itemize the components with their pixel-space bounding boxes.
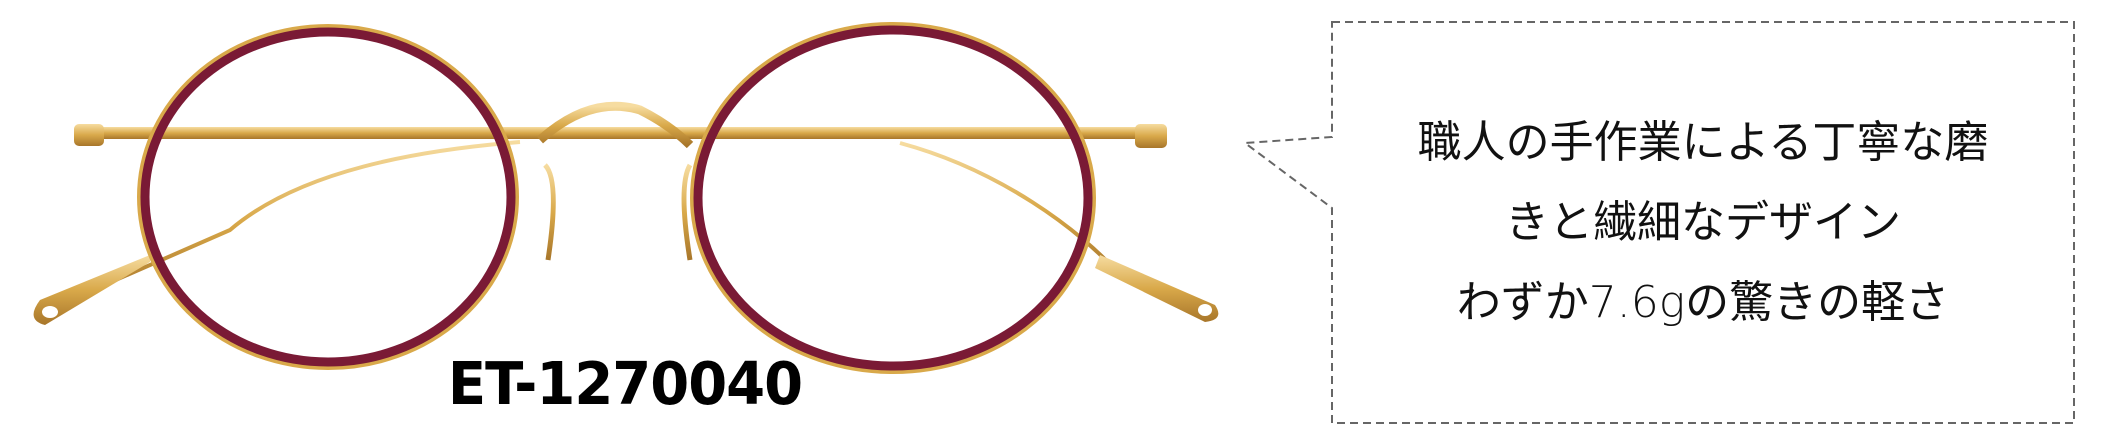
left-temple-tip — [33, 255, 150, 325]
callout-line: 職人の手作業による丁寧な磨 — [1417, 116, 1989, 168]
callout-line: わずか7.6gの驚きの軽さ — [1456, 276, 1950, 328]
model-number: ET-1270040 — [447, 350, 803, 419]
eyeglasses-image — [33, 22, 1219, 374]
right-temple-tip — [1095, 255, 1219, 322]
left-temple-arm — [69, 140, 521, 302]
callout-line: きと繊細なデザイン — [1505, 196, 1901, 248]
callout-text: 職人の手作業による丁寧な磨 きと繊細なデザイン わずか7.6gの驚きの軽さ — [1332, 22, 2074, 423]
bridge — [536, 101, 694, 149]
temple-bar — [76, 127, 1166, 139]
